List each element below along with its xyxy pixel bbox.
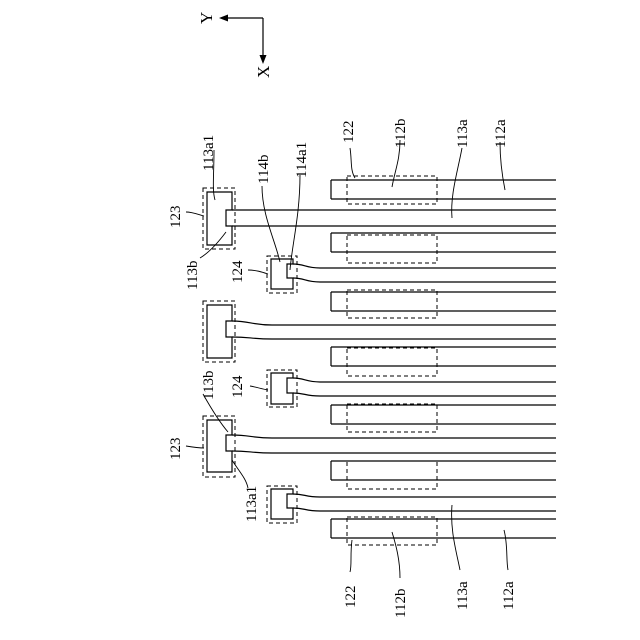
leader-123-top <box>186 212 204 216</box>
line-112a <box>331 233 556 252</box>
leader-114b <box>262 186 280 262</box>
line-113a <box>232 321 556 325</box>
line-112a <box>331 292 556 311</box>
line-112a <box>331 180 556 199</box>
label-112b-top: 112b <box>393 119 409 148</box>
pad-123 <box>207 192 232 245</box>
line-113a <box>293 278 556 282</box>
pad-123 <box>207 420 232 472</box>
label-113a-bot: 113a <box>455 581 471 610</box>
label-113a1-top: 113a1 <box>201 135 217 171</box>
region-122 <box>347 404 437 432</box>
line-112a <box>331 347 556 366</box>
dashed-regions-122 <box>347 176 437 545</box>
line-112a <box>331 461 556 480</box>
label-113b-top: 113b <box>185 261 201 290</box>
label-124-mid: 124 <box>230 375 246 398</box>
line-112a <box>331 519 556 538</box>
label-114b: 114b <box>256 155 272 184</box>
label-122-bot: 122 <box>343 586 359 609</box>
label-123-top: 123 <box>168 206 184 229</box>
label-122-top: 122 <box>341 121 357 144</box>
line-113a <box>232 337 556 339</box>
pad-124 <box>271 489 293 519</box>
axis-x-label: X <box>254 66 273 78</box>
line-113a <box>293 393 556 396</box>
label-114a1: 114a1 <box>294 142 310 178</box>
region-122 <box>347 517 437 545</box>
line-113a <box>232 435 556 438</box>
region-122 <box>347 290 437 318</box>
pad-124 <box>271 259 293 289</box>
label-113a1-bot: 113a1 <box>244 486 260 522</box>
leader-122-top <box>350 148 355 178</box>
leader-124-top <box>248 270 268 274</box>
region-122 <box>347 348 437 376</box>
label-113b-mid: 113b <box>201 371 217 400</box>
line-113a <box>293 508 556 511</box>
line-113a <box>232 451 556 453</box>
leader-113a1-bot <box>232 460 248 488</box>
axis-indicator: Y X <box>197 12 273 78</box>
leader-124-mid <box>250 386 268 390</box>
label-112a-top: 112a <box>493 119 509 148</box>
pad-123 <box>207 305 232 358</box>
leader-112a-bot <box>504 530 508 570</box>
label-112b-bot: 112b <box>393 589 409 618</box>
label-112a-bot: 112a <box>501 581 517 610</box>
leader-113a-top <box>452 148 462 218</box>
leader-123-bot <box>186 446 204 448</box>
axis-y-label: Y <box>197 12 216 24</box>
line-113a <box>293 264 556 268</box>
pads-124 <box>267 256 297 523</box>
label-123-bot: 123 <box>168 438 184 461</box>
region-122 <box>347 235 437 263</box>
pad-124 <box>271 373 293 404</box>
region-122 <box>347 461 437 489</box>
conductive-lines <box>232 180 556 538</box>
leader-112a-top <box>500 142 505 190</box>
label-124-top: 124 <box>230 260 246 283</box>
line-112a <box>331 405 556 424</box>
label-113a-top: 113a <box>455 119 471 148</box>
line-113a <box>293 378 556 382</box>
line-113a <box>293 494 556 497</box>
pads-123 <box>203 188 235 477</box>
leader-112b-bot <box>392 532 400 578</box>
